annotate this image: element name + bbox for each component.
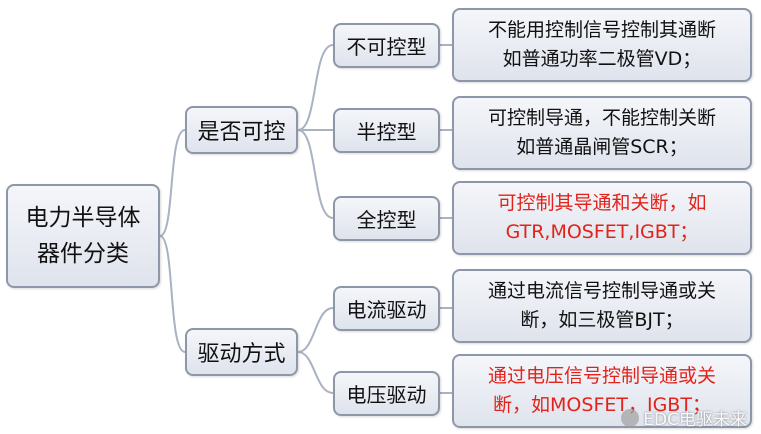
connector-controllable-full <box>297 129 334 219</box>
connector-drive-current <box>297 307 334 353</box>
watermark: EDC电驱未来 <box>621 405 747 430</box>
sub-fully-controlled: 全控型 <box>333 196 440 241</box>
sub-semi-controlled: 半控型 <box>333 108 440 153</box>
leaf-current-drive: 通过电流信号控制导通或关 断，如三极管BJT； <box>452 269 752 343</box>
sub-uncontrolled: 不可控型 <box>333 23 440 68</box>
connector-controllable-uncontrolled <box>297 44 334 131</box>
branch-controllable-label: 是否可控 <box>197 120 286 145</box>
leaf-uncontrolled-line2: 如普通功率二极管VD； <box>502 48 702 70</box>
wechat-icon <box>621 408 640 427</box>
leaf-voltage-drive-line2: 断，如MOSFET，IGBT； <box>493 394 711 416</box>
leaf-semi-controlled: 可控制导通，不能控制关断 如普通晶闸管SCR； <box>452 96 752 170</box>
leaf-uncontrolled: 不能用控制信号控制其通断 如普通功率二极管VD； <box>452 8 752 82</box>
branch-drive-mode-label: 驱动方式 <box>197 342 286 367</box>
sub-fully-controlled-label: 全控型 <box>356 208 417 232</box>
branch-drive-mode: 驱动方式 <box>185 328 298 376</box>
sub-current-drive-label: 电流驱动 <box>346 298 427 322</box>
branch-controllable: 是否可控 <box>185 106 298 154</box>
leaf-voltage-drive: 通过电压信号控制导通或关 断，如MOSFET，IGBT； <box>452 354 752 428</box>
sub-uncontrolled-label: 不可控型 <box>346 35 427 59</box>
watermark-text: EDC电驱未来 <box>643 410 747 430</box>
leaf-current-drive-line1: 通过电流信号控制导通或关 <box>487 280 716 302</box>
root-node: 电力半导体 器件分类 <box>6 184 160 288</box>
leaf-current-drive-line2: 断，如三极管BJT； <box>520 309 684 331</box>
connector-root-drive <box>159 235 186 353</box>
root-label-line1: 电力半导体 <box>25 205 141 231</box>
leaf-uncontrolled-line1: 不能用控制信号控制其通断 <box>487 19 716 41</box>
sub-voltage-drive: 电压驱动 <box>333 371 440 416</box>
leaf-fully-controlled-line1: 可控制其导通和关断，如 <box>497 192 707 214</box>
root-label-line2: 器件分类 <box>37 241 129 267</box>
leaf-fully-controlled: 可控制其导通和关断，如 GTR,MOSFET,IGBT； <box>452 181 752 255</box>
sub-voltage-drive-label: 电压驱动 <box>346 383 427 407</box>
connector-drive-voltage <box>297 351 334 394</box>
leaf-fully-controlled-line2: GTR,MOSFET,IGBT； <box>505 221 699 243</box>
leaf-semi-controlled-line2: 如普通晶闸管SCR； <box>516 136 688 158</box>
sub-current-drive: 电流驱动 <box>333 286 440 331</box>
leaf-semi-controlled-line1: 可控制导通，不能控制关断 <box>487 107 716 129</box>
connector-root-controllable <box>159 129 186 237</box>
sub-semi-controlled-label: 半控型 <box>356 120 417 144</box>
leaf-voltage-drive-line1: 通过电压信号控制导通或关 <box>487 365 716 387</box>
